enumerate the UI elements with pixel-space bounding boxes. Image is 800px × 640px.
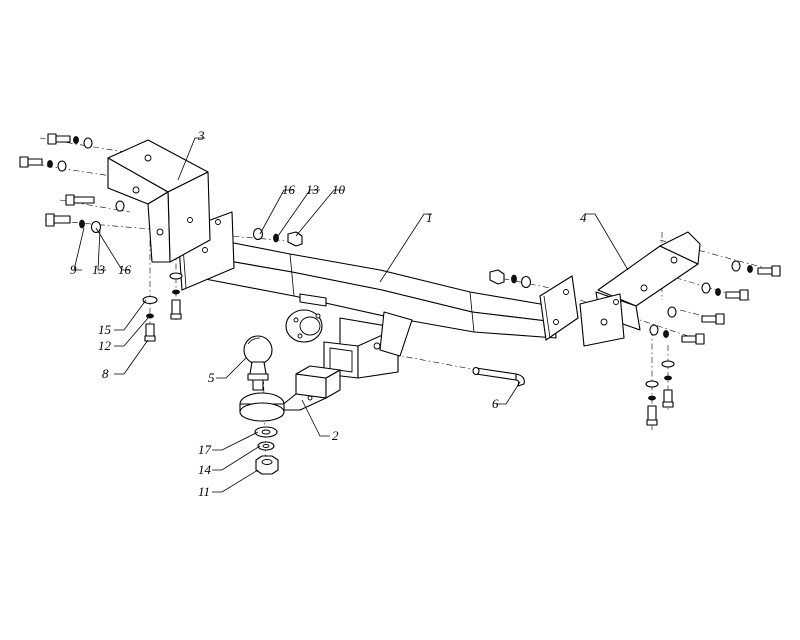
leader-lines [73,137,629,493]
bolt-row-2 [19,156,67,172]
callout-16b: 16 [118,262,132,277]
bolt-row-1 [47,133,93,149]
callout-16a: 16 [282,182,296,197]
tow-ball [243,335,273,391]
callout-3: 3 [197,128,205,143]
left-vertical-stack [142,272,183,342]
beam-washer-stack [252,227,303,247]
hitch-pin [472,366,525,387]
callout-2: 2 [332,428,339,443]
ball-mount [239,365,341,422]
right-bolt-row-3 [667,306,725,325]
right-fasteners [489,260,781,426]
callout-14: 14 [198,462,212,477]
callout-15: 15 [98,322,112,337]
callout-8: 8 [102,366,109,381]
bolt-row-3 [65,194,125,212]
callout-13a: 13 [306,182,320,197]
right-bolt-row-4 [649,324,705,345]
callout-1: 1 [426,210,433,225]
main-cross-beam [177,211,579,379]
beam-right-stack [489,269,532,289]
callout-10: 10 [332,182,346,197]
left-fasteners [19,133,303,342]
callout-6: 6 [492,396,499,411]
right-side-bracket [579,231,701,347]
callout-labels: 1 2 3 4 5 6 8 9 10 11 12 13 13 14 15 16 … [70,128,587,499]
left-side-bracket [107,139,211,263]
callout-11: 11 [198,484,210,499]
hitch-fasteners [254,426,279,475]
callout-9: 9 [70,262,77,277]
callout-5: 5 [208,370,215,385]
right-vertical-stack [645,360,675,426]
callout-13b: 13 [92,262,106,277]
callout-12: 12 [98,338,112,353]
callout-17: 17 [198,442,212,457]
right-bolt-row-2 [701,282,749,301]
bolt-row-4 [45,213,102,234]
right-bolt-row-1 [731,260,781,277]
callout-4: 4 [580,210,587,225]
